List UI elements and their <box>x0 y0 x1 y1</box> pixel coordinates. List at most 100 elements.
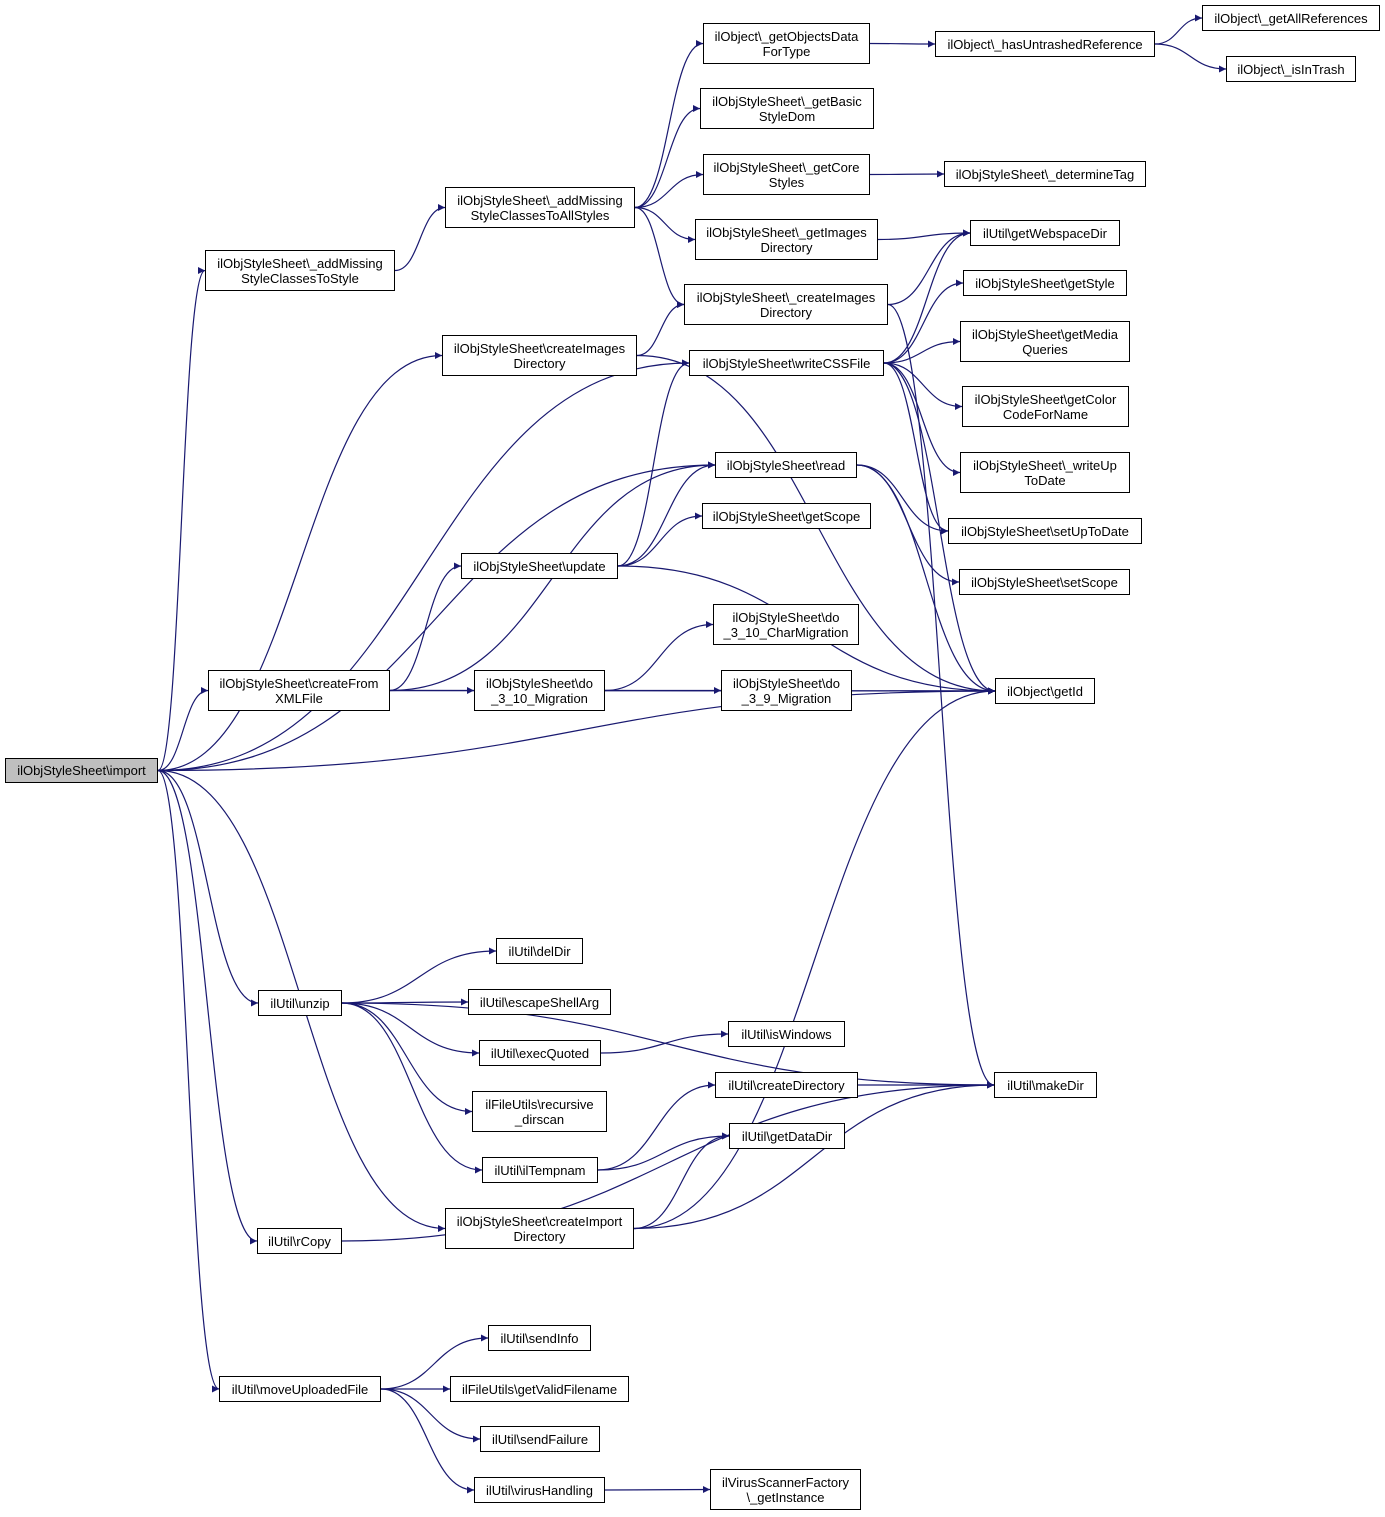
node-do-3-10-migration[interactable]: ilObjStyleSheet\do _3_10_Migration <box>474 670 605 711</box>
edge-addMissingToAll-to-getImagesDir <box>634 206 696 243</box>
node-do-3-9-migration[interactable]: ilObjStyleSheet\do _3_9_Migration <box>721 670 852 711</box>
edge-import-to-unzip <box>157 769 259 1007</box>
edge-execQuoted-to-isWindows <box>600 1030 729 1054</box>
edge-unzip-to-ilTempnam <box>341 1002 483 1174</box>
edge-writeCSS-to-writeUpToDate <box>883 362 961 476</box>
edge-ilTempnam-to-getDataDir <box>597 1132 730 1171</box>
node-recursive-dirscan[interactable]: ilFileUtils\recursive _dirscan <box>472 1091 607 1132</box>
node-get-media-queries[interactable]: ilObjStyleSheet\getMedia Queries <box>960 321 1130 362</box>
edge-import-to-moveUploaded <box>157 769 220 1393</box>
edge-addMissingToAll-to-getCoreStyles <box>634 171 704 209</box>
node-update[interactable]: ilObjStyleSheet\update <box>461 553 618 579</box>
node-get-core-styles[interactable]: ilObjStyleSheet\_getCore Styles <box>703 154 870 195</box>
node-send-failure[interactable]: ilUtil\sendFailure <box>480 1426 600 1452</box>
edge-writeCSS-to-getStyle <box>883 279 964 364</box>
node-move-uploaded-file[interactable]: ilUtil\moveUploadedFile <box>219 1376 381 1402</box>
node-import[interactable]: ilObjStyleSheet\import <box>5 758 158 783</box>
node-is-windows[interactable]: ilUtil\isWindows <box>728 1021 845 1047</box>
edge-read-to-setUpToDate <box>856 464 949 535</box>
node-virus-handling[interactable]: ilUtil\virusHandling <box>474 1477 605 1503</box>
edge-writeCSS-to-getMediaQueries <box>883 338 961 364</box>
node-do-3-10-char-migration[interactable]: ilObjStyleSheet\do _3_10_CharMigration <box>713 604 859 645</box>
node-get-images-directory[interactable]: ilObjStyleSheet\_getImages Directory <box>695 219 878 260</box>
node-get-webspace-dir[interactable]: ilUtil\getWebspaceDir <box>970 220 1120 246</box>
node-get-scope[interactable]: ilObjStyleSheet\getScope <box>702 503 871 529</box>
edge-writeCSS-to-setUpToDate <box>883 362 949 535</box>
node-has-untrashed-reference[interactable]: ilObject\_hasUntrashedReference <box>935 31 1155 57</box>
edge-import-to-read <box>157 461 716 772</box>
node-send-info[interactable]: ilUtil\sendInfo <box>488 1325 591 1351</box>
edge-writeCSS-to-getWebspaceDir <box>883 229 971 364</box>
node-add-missing-style-classes-to-all-styles[interactable]: ilObjStyleSheet\_addMissing StyleClasses… <box>445 187 635 228</box>
node-get-style[interactable]: ilObjStyleSheet\getStyle <box>963 270 1127 296</box>
edge-import-to-rCopy <box>157 769 258 1245</box>
edge-virusHandling-to-virusScanner <box>604 1486 711 1494</box>
edge-getObjectsData-to-hasUntrashed <box>869 40 936 48</box>
edge-createImportDir-to-makeDir <box>633 1081 995 1230</box>
edge-hasUntrashed-to-isInTrash <box>1154 43 1227 73</box>
edge-writeCSS-to-getId <box>883 362 996 695</box>
edge-unzip-to-delDir <box>341 947 497 1004</box>
node-get-valid-filename[interactable]: ilFileUtils\getValidFilename <box>450 1376 629 1402</box>
edge-createImportDir-to-getDataDir <box>633 1132 730 1230</box>
edge-unzip-to-makeDir <box>341 1002 995 1089</box>
edge-import-to-createFromXML <box>157 687 209 772</box>
node-exec-quoted[interactable]: ilUtil\execQuoted <box>479 1040 601 1066</box>
node-is-in-trash[interactable]: ilObject\_isInTrash <box>1226 56 1356 82</box>
edge-addMissingToAll-to-getBasicStyleDom <box>634 105 701 209</box>
node-get-color-code-for-name[interactable]: ilObjStyleSheet\getColor CodeForName <box>962 386 1129 427</box>
edge-update-to-writeCSS <box>617 359 690 567</box>
edge-unzip-to-execQuoted <box>341 1002 480 1057</box>
edge-moveUploaded-to-virusHandling <box>380 1388 475 1494</box>
node-determine-tag[interactable]: ilObjStyleSheet\_determineTag <box>944 161 1146 187</box>
node-make-dir[interactable]: ilUtil\makeDir <box>994 1072 1097 1098</box>
edge-_createImagesDir-to-getWebspaceDir <box>887 229 971 306</box>
node-r-copy[interactable]: ilUtil\rCopy <box>257 1228 342 1254</box>
node-write-up-to-date[interactable]: ilObjStyleSheet\_writeUp ToDate <box>960 452 1130 493</box>
node-write-css-file[interactable]: ilObjStyleSheet\writeCSSFile <box>689 350 884 376</box>
edge-update-to-getScope <box>617 512 703 567</box>
node-create-images-directory[interactable]: ilObjStyleSheet\createImages Directory <box>442 335 637 376</box>
edge-writeCSS-to-getColorCode <box>883 362 963 410</box>
edge-moveUploaded-to-sendFailure <box>380 1388 481 1443</box>
edge-addMissingToAll-to-_createImagesDir <box>634 206 685 308</box>
edge-import-to-addMissingToStyle <box>157 267 206 772</box>
edge-unzip-to-recursiveDirscan <box>341 1002 473 1115</box>
edge-rCopy-to-makeDir <box>341 1081 995 1242</box>
node-read[interactable]: ilObjStyleSheet\read <box>715 452 857 478</box>
node-del-dir[interactable]: ilUtil\delDir <box>496 938 583 964</box>
node-il-tempnam[interactable]: ilUtil\ilTempnam <box>482 1157 598 1183</box>
node-escape-shell-arg[interactable]: ilUtil\escapeShellArg <box>468 989 611 1015</box>
node-private-create-images-directory[interactable]: ilObjStyleSheet\_createImages Directory <box>684 284 888 325</box>
node-unzip[interactable]: ilUtil\unzip <box>258 990 342 1016</box>
node-get-data-dir[interactable]: ilUtil\getDataDir <box>729 1123 845 1149</box>
node-set-scope[interactable]: ilObjStyleSheet\setScope <box>959 569 1130 595</box>
node-set-up-to-date[interactable]: ilObjStyleSheet\setUpToDate <box>948 518 1142 544</box>
edge-getCoreStyles-to-determineTag <box>869 170 945 178</box>
node-create-directory[interactable]: ilUtil\createDirectory <box>715 1072 858 1098</box>
node-add-missing-style-classes-to-style[interactable]: ilObjStyleSheet\_addMissing StyleClasses… <box>205 250 395 291</box>
edge-createImagesDir-to-_createImagesDir <box>636 301 685 357</box>
edge-createFromXML-to-update <box>389 562 462 692</box>
edge-addMissingToStyle-to-addMissingToAll <box>394 204 446 272</box>
node-get-objects-data-for-type[interactable]: ilObject\_getObjectsData ForType <box>703 23 870 64</box>
edge-read-to-getId <box>856 464 996 695</box>
edge-hasUntrashed-to-getAllRefs <box>1154 14 1203 45</box>
edge-do310-to-do310Char <box>604 621 714 692</box>
edge-getImagesDir-to-getWebspaceDir <box>877 229 971 241</box>
edge-addMissingToAll-to-getObjectsData <box>634 40 704 209</box>
node-virus-scanner-get-instance[interactable]: ilVirusScannerFactory \_getInstance <box>710 1469 861 1510</box>
node-get-id[interactable]: ilObject\getId <box>995 678 1095 704</box>
node-get-basic-style-dom[interactable]: ilObjStyleSheet\_getBasic StyleDom <box>700 88 874 129</box>
node-create-import-directory[interactable]: ilObjStyleSheet\createImport Directory <box>445 1208 634 1249</box>
edge-import-to-writeCSS <box>157 359 690 772</box>
node-get-all-references[interactable]: ilObject\_getAllReferences <box>1202 5 1380 31</box>
edge-moveUploaded-to-sendInfo <box>380 1334 489 1390</box>
edge-ilTempnam-to-createDirectory <box>597 1081 716 1171</box>
edge-update-to-read <box>617 461 716 567</box>
node-create-from-xml-file[interactable]: ilObjStyleSheet\createFrom XMLFile <box>208 670 390 711</box>
edge-createImportDir-to-getId <box>633 687 996 1230</box>
edge-import-to-createImagesDir <box>157 352 443 772</box>
